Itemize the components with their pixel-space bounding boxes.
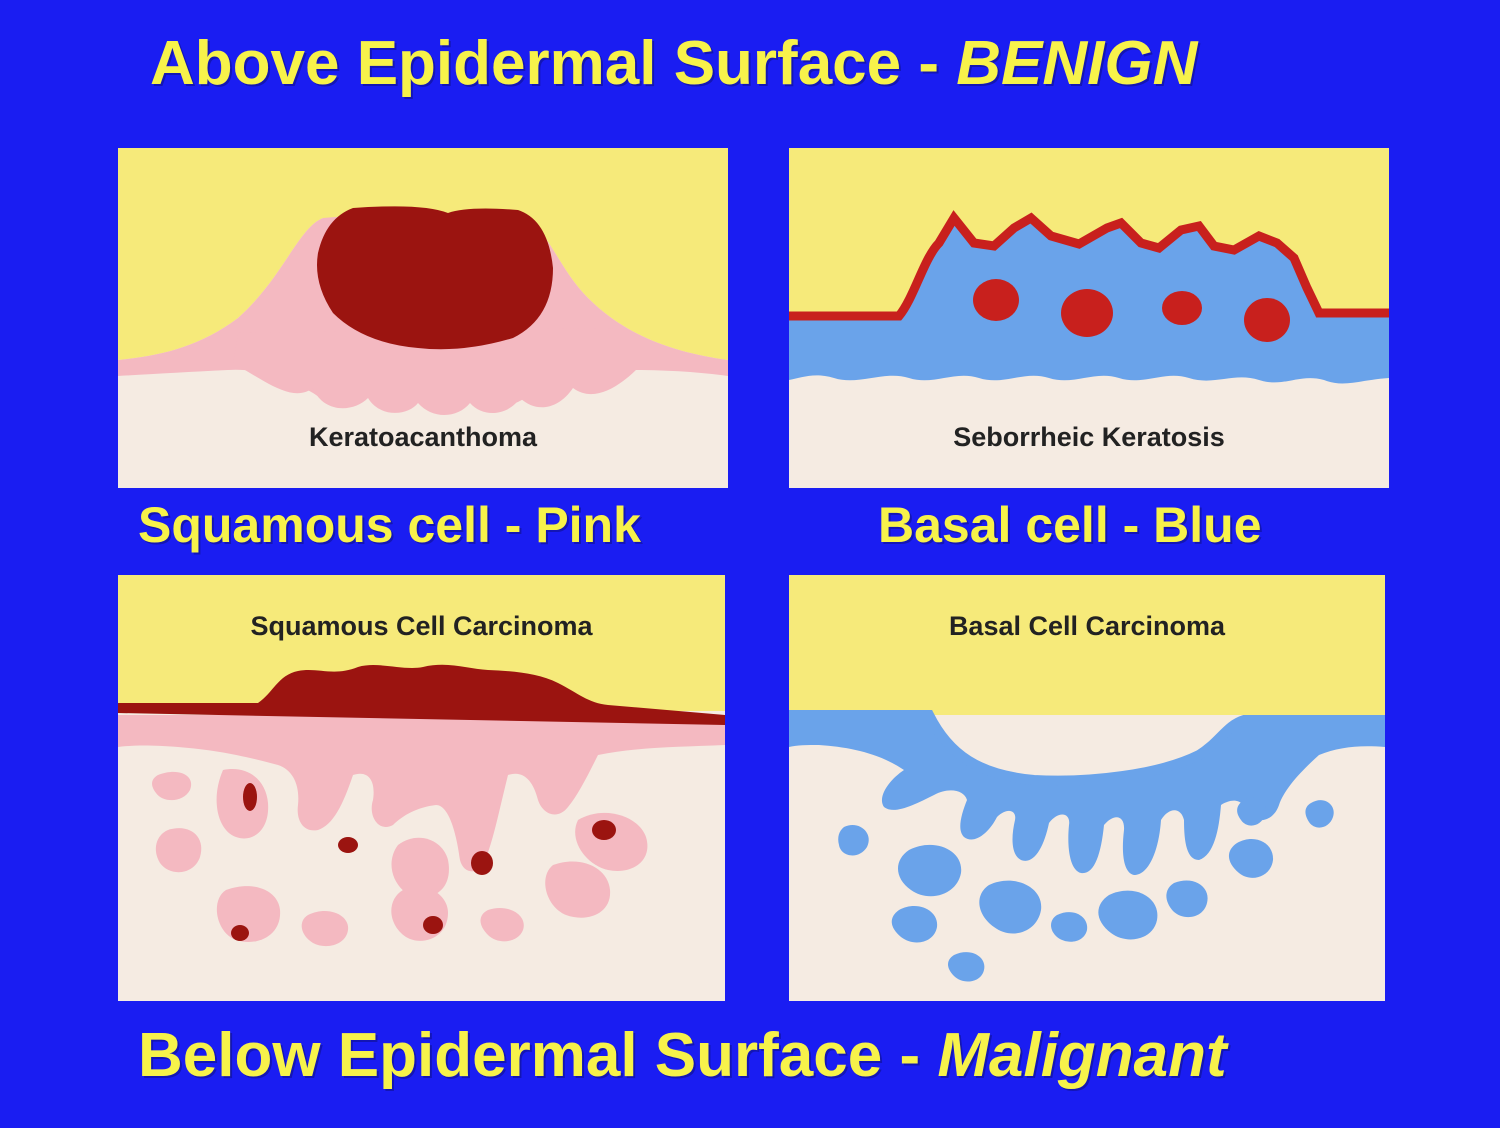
tumor-nest (216, 769, 269, 839)
panel-caption: Squamous Cell Carcinoma (250, 611, 593, 641)
keratin-crust (118, 664, 725, 725)
tumor-nest (897, 844, 962, 897)
keratin-cyst (1244, 298, 1290, 342)
surface-area (118, 148, 728, 360)
squamous-cell-carcinoma-illustration (118, 575, 725, 1001)
tumor-nest (1228, 839, 1274, 878)
title-top-emphasis: BENIGN (956, 29, 1198, 98)
tumor-nest (545, 861, 611, 918)
title-top-text: Above Epidermal Surface - (150, 29, 957, 98)
title-bottom-emphasis: Malignant (937, 1021, 1227, 1090)
tumor-nest (301, 910, 349, 947)
keratin-pearl (231, 925, 249, 941)
panel-caption: Seborrheic Keratosis (953, 422, 1225, 452)
panel-caption: Keratoacanthoma (308, 422, 538, 452)
tumor-nest (948, 952, 985, 982)
seborrheic-keratosis-panel: Seborrheic Keratosis (789, 148, 1389, 488)
keratin-cyst (1061, 289, 1113, 337)
basal-cell-carcinoma-panel: Basal Cell Carcinoma (789, 575, 1385, 1001)
tumor-nest (155, 828, 202, 873)
keratin-cyst (973, 279, 1019, 321)
surface-area (789, 575, 1385, 715)
title-bottom-text: Below Epidermal Surface - (138, 1021, 938, 1090)
keratin-pearl (423, 916, 443, 934)
squamous-cell-carcinoma-panel: Squamous Cell Carcinoma (118, 575, 725, 1001)
panel-caption: Basal Cell Carcinoma (948, 611, 1226, 641)
tumor-nest (480, 907, 524, 942)
label-basal-blue: Basal cell - Blue (878, 497, 1262, 553)
tumor-nest (1166, 880, 1208, 918)
keratoacanthoma-illustration (118, 148, 728, 488)
keratin-pearl (471, 851, 493, 875)
squamous-epidermis (118, 715, 725, 872)
tumor-nest (1098, 890, 1158, 940)
keratin-pearl (592, 820, 616, 840)
tumor-nest (891, 906, 938, 943)
tumor-nest (979, 880, 1042, 934)
seborrheic-keratosis-illustration (789, 148, 1389, 488)
basal-layer-line (789, 710, 1385, 786)
tumor-nest (391, 837, 449, 898)
basal-cell-tumor (789, 715, 1385, 875)
tumor-nest (838, 825, 869, 856)
keratin-pearl (243, 783, 257, 811)
tumor-nest (1237, 797, 1266, 826)
basal-cell-carcinoma-illustration (789, 575, 1385, 1001)
tumor-nest (1305, 800, 1334, 828)
slide-title-benign: Above Epidermal Surface - BENIGN (150, 28, 1197, 99)
label-squamous-pink: Squamous cell - Pink (138, 497, 641, 553)
keratin-pearl (338, 837, 358, 853)
keratin-cyst (1162, 291, 1202, 325)
surface-keratin-line (789, 210, 1389, 321)
tumor-nest (152, 771, 192, 801)
keratin-crater (317, 206, 553, 350)
tumor-nest (1051, 912, 1088, 942)
slide-title-malignant: Below Epidermal Surface - Malignant (138, 1020, 1227, 1091)
tumor-nest (216, 886, 281, 942)
keratoacanthoma-panel: Keratoacanthoma (118, 148, 728, 488)
squamous-lobules (233, 328, 638, 416)
